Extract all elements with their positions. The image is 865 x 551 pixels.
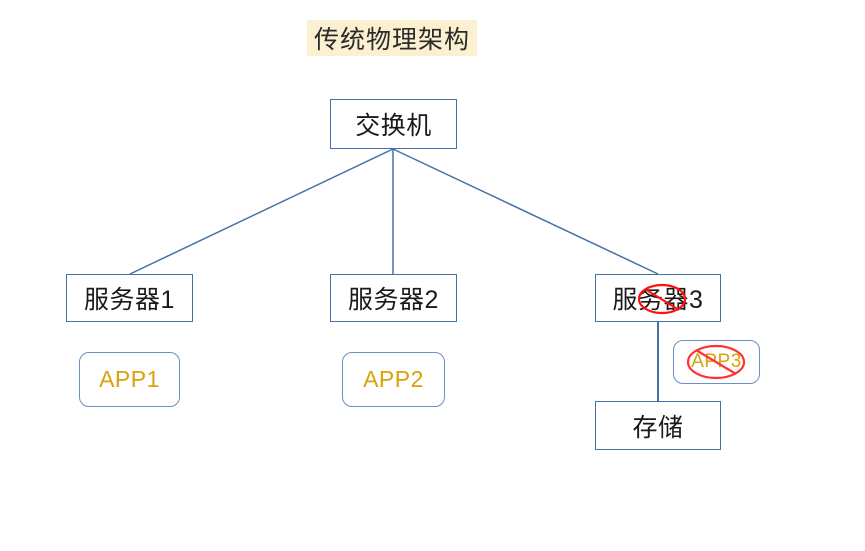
node-server3[interactable]: 服务器3: [595, 274, 721, 322]
connector-switch-to-server3: [392, 148, 659, 275]
page-title: 传统物理架构: [307, 20, 477, 56]
node-server1[interactable]: 服务器1: [66, 274, 193, 322]
node-storage[interactable]: 存储: [595, 401, 721, 450]
node-server2[interactable]: 服务器2: [330, 274, 457, 322]
node-app3[interactable]: APP3: [673, 340, 760, 384]
node-app1[interactable]: APP1: [79, 352, 180, 407]
node-app2[interactable]: APP2: [342, 352, 445, 407]
connector-switch-to-server1: [129, 148, 394, 275]
node-switch[interactable]: 交换机: [330, 99, 457, 149]
